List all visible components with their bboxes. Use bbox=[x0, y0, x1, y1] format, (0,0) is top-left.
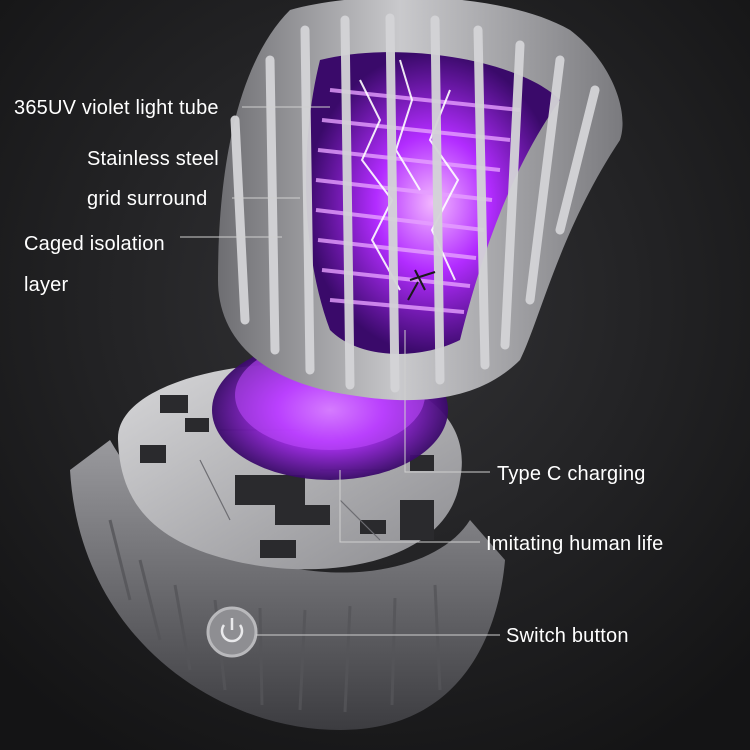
label-switch-button: Switch button bbox=[506, 625, 629, 647]
label-steel-grid-line2: grid surround bbox=[87, 188, 208, 210]
label-steel-grid-line1: Stainless steel bbox=[87, 148, 219, 170]
power-icon bbox=[220, 618, 244, 643]
base-shell bbox=[70, 440, 505, 730]
mosquito-icon bbox=[407, 269, 436, 301]
cage-shell bbox=[218, 0, 623, 401]
label-type-c-charging: Type C charging bbox=[497, 463, 646, 485]
label-uv-tube: 365UV violet light tube bbox=[14, 97, 219, 119]
label-caged-isolation-line1: Caged isolation bbox=[24, 233, 165, 255]
label-imitating-human-life: Imitating human life bbox=[486, 533, 664, 555]
label-caged-isolation-line2: layer bbox=[24, 274, 69, 296]
switch-button bbox=[206, 606, 258, 658]
callout-lines bbox=[180, 106, 500, 636]
